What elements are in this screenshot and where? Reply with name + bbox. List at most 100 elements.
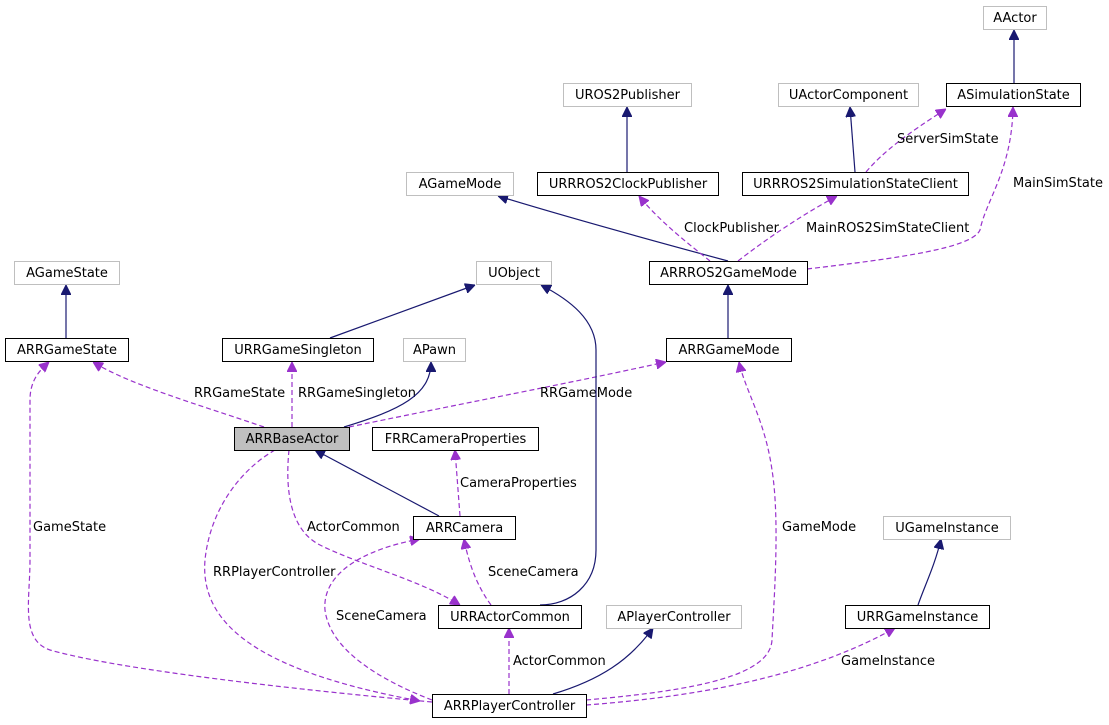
class-node-box <box>432 694 587 718</box>
member-edge-arrplayercontroller-to-arrcamera: SceneCamera <box>324 539 433 701</box>
class-node-apawn: APawn <box>403 338 466 362</box>
member-edge-arrcamera-to-frrcameraproperties: CameraProperties <box>455 450 577 517</box>
class-node-asimulationstate[interactable]: ASimulationState <box>946 83 1081 107</box>
edge-label: GameState <box>33 520 106 535</box>
edge-label: ActorCommon <box>307 520 400 535</box>
class-node-box <box>413 516 516 540</box>
class-node-box <box>649 261 808 285</box>
class-node-label: ARRGameMode <box>678 343 779 358</box>
class-node-urractorcommon[interactable]: URRActorCommon <box>438 605 582 629</box>
class-node-arrros2gamemode[interactable]: ARRROS2GameMode <box>649 261 808 285</box>
class-node-box <box>403 338 466 362</box>
class-node-box <box>606 605 742 629</box>
edge-line <box>917 539 941 606</box>
class-node-box <box>537 172 719 196</box>
class-node-box <box>778 83 919 107</box>
class-node-label: AActor <box>993 11 1037 26</box>
class-node-label: UActorComponent <box>789 88 908 103</box>
class-node-agamemode: AGameMode <box>406 172 514 196</box>
member-edge-arrbaseactor-to-arrgamestate: RRGameState <box>93 362 285 428</box>
class-node-label: APawn <box>413 343 456 358</box>
class-node-arrcamera[interactable]: ARRCamera <box>413 516 516 540</box>
inheritance-edge-arrcamera-to-arrbaseactor <box>315 449 440 517</box>
class-node-agamestate: AGameState <box>14 261 120 285</box>
class-node-label: URRROS2SimulationStateClient <box>753 177 958 192</box>
edge-label: ActorCommon <box>513 654 606 669</box>
edge-line <box>27 362 433 703</box>
class-node-urrros2simulationstateclient[interactable]: URRROS2SimulationStateClient <box>742 172 969 196</box>
class-node-urrgameinstance[interactable]: URRGameInstance <box>845 605 990 629</box>
class-node-label: ARRCamera <box>426 521 503 536</box>
edge-label: CameraProperties <box>460 476 577 491</box>
edge-line <box>639 196 711 262</box>
edge-label: RRGameMode <box>540 386 632 401</box>
class-node-box <box>946 83 1081 107</box>
edge-label: RRGameState <box>194 386 285 401</box>
edge-label: SceneCamera <box>488 565 579 580</box>
class-node-uactorcomponent: UActorComponent <box>778 83 919 107</box>
class-node-label: ASimulationState <box>957 88 1070 103</box>
edge-line <box>552 628 653 695</box>
class-node-label: UObject <box>488 266 540 281</box>
inheritance-edge-urractorcommon-to-uobject <box>539 284 597 606</box>
class-node-box <box>563 83 692 107</box>
class-node-arrgamemode[interactable]: ARRGameMode <box>666 338 792 362</box>
class-node-label: ARRPlayerController <box>444 699 576 714</box>
class-node-label: URRActorCommon <box>450 610 570 625</box>
class-node-label: ARRROS2GameMode <box>660 266 797 281</box>
class-node-urrgamesingleton[interactable]: URRGameSingleton <box>222 338 374 362</box>
class-node-box <box>372 427 539 451</box>
edge-label: GameInstance <box>841 654 935 669</box>
member-edge-arrbaseactor-to-arrgamemode: RRGameMode <box>348 362 666 428</box>
class-node-uros2publisher: UROS2Publisher <box>563 83 692 107</box>
class-node-label: APlayerController <box>617 610 731 625</box>
class-node-ugameinstance: UGameInstance <box>883 516 1011 540</box>
member-edge-urractorcommon-to-arrcamera: SceneCamera <box>464 539 579 606</box>
edge-line <box>585 628 895 706</box>
edge-line <box>204 449 420 701</box>
class-node-label: AGameState <box>26 266 108 281</box>
edge-label: MainSimState <box>1013 176 1103 191</box>
edge-line <box>343 362 431 428</box>
class-node-arrgamestate[interactable]: ARRGameState <box>5 338 129 362</box>
class-node-box <box>406 172 514 196</box>
class-node-label: URRROS2ClockPublisher <box>549 177 708 192</box>
inheritance-edge-urrgameinstance-to-ugameinstance <box>917 539 941 606</box>
edge-line <box>464 539 492 606</box>
inheritance-edge-arrbaseactor-to-apawn <box>343 362 431 428</box>
class-node-label: ARRBaseActor <box>246 432 339 447</box>
class-node-aactor: AActor <box>983 6 1047 30</box>
class-node-box <box>983 6 1047 30</box>
edge-line <box>806 107 1013 270</box>
edge-line <box>93 362 265 428</box>
edge-line <box>329 285 475 339</box>
class-node-arrplayercontroller[interactable]: ARRPlayerController <box>432 694 587 718</box>
edge-line <box>865 109 946 173</box>
member-edge-arrplayercontroller-to-arrgamestate: GameState <box>27 362 433 703</box>
member-edge-arrbaseactor-to-urractorcommon: ActorCommon <box>287 449 460 605</box>
edge-line <box>850 107 855 173</box>
class-node-frrcameraproperties[interactable]: FRRCameraProperties <box>372 427 539 451</box>
class-node-box <box>222 338 374 362</box>
member-edge-arrbaseactor-to-arrplayercontroller: RRPlayerController <box>204 449 420 701</box>
edge-line <box>287 449 460 605</box>
class-node-box <box>845 605 990 629</box>
edge-label: RRGameSingleton <box>298 386 416 401</box>
edge-line <box>737 196 837 262</box>
edge-label: RRPlayerController <box>213 565 336 580</box>
member-edge-arrplayercontroller-to-urrgameinstance: GameInstance <box>585 628 935 706</box>
member-edge-arrplayercontroller-to-arrgamemode: GameMode <box>585 362 856 701</box>
inheritance-edge-urrgamesingleton-to-uobject <box>329 285 475 339</box>
class-node-label: URRGameSingleton <box>234 343 362 358</box>
class-node-box <box>5 338 129 362</box>
class-node-arrbaseactor[interactable]: ARRBaseActor <box>234 427 350 451</box>
class-node-urrros2clockpublisher[interactable]: URRROS2ClockPublisher <box>537 172 719 196</box>
member-edge-urrros2simulationstateclient-to-asimulationstate: ServerSimState <box>865 109 999 173</box>
class-node-label: AGameMode <box>419 177 502 192</box>
member-edge-arrros2gamemode-to-urrros2clockpublisher: ClockPublisher <box>639 196 780 262</box>
class-node-uobject: UObject <box>476 261 552 285</box>
class-node-label: UGameInstance <box>895 521 999 536</box>
edge-label: GameMode <box>782 520 856 535</box>
